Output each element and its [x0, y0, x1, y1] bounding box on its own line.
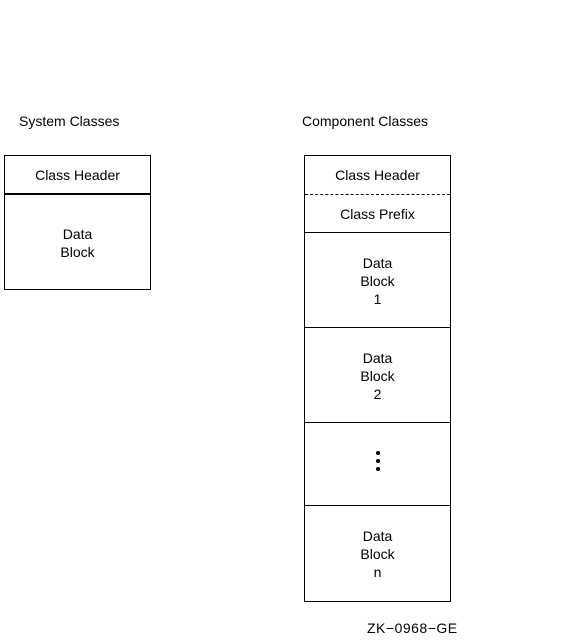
system-class-header: Class Header — [5, 156, 150, 194]
data-block-1-line2: Block — [360, 273, 395, 289]
data-block-2-line3: 2 — [373, 386, 382, 402]
system-data-block: Data Block — [5, 196, 150, 289]
system-classes-title: System Classes — [19, 113, 120, 129]
system-class-box: Class Header Data Block — [4, 155, 151, 290]
component-data-block-2: Data Block 2 — [305, 329, 450, 423]
component-classes-title: Component Classes — [302, 113, 429, 129]
component-class-header: Class Header — [305, 156, 450, 194]
system-data-block-line1: Data — [62, 225, 93, 242]
system-class-header-label: Class Header — [35, 167, 120, 183]
block-2-divider — [305, 422, 450, 423]
component-data-block-1: Data Block 1 — [305, 234, 450, 328]
data-block-2-line2: Block — [360, 368, 395, 384]
component-data-block-n: Data Block n — [305, 507, 450, 601]
ellipsis-divider — [305, 505, 450, 506]
data-block-1-line3: 1 — [373, 291, 382, 307]
component-class-prefix: Class Prefix — [305, 196, 450, 232]
ellipsis-vertical-icon — [305, 449, 450, 473]
system-data-block-line2: Block — [60, 243, 95, 260]
header-prefix-dashed-divider — [305, 194, 450, 195]
component-class-header-label: Class Header — [335, 167, 420, 183]
data-block-n-line2: Block — [360, 546, 395, 562]
data-block-n-line3: n — [373, 564, 382, 580]
component-class-box: Class Header Class Prefix Data Block 1 D… — [304, 155, 451, 602]
component-class-prefix-label: Class Prefix — [340, 206, 415, 222]
figure-id: ZK−0968−GE — [367, 620, 458, 636]
data-block-n-line1: Data — [362, 528, 393, 544]
prefix-divider — [305, 232, 450, 233]
data-block-2-line1: Data — [362, 350, 393, 366]
block-1-divider — [305, 327, 450, 328]
system-header-divider — [5, 193, 150, 195]
data-block-1-line1: Data — [362, 255, 393, 271]
